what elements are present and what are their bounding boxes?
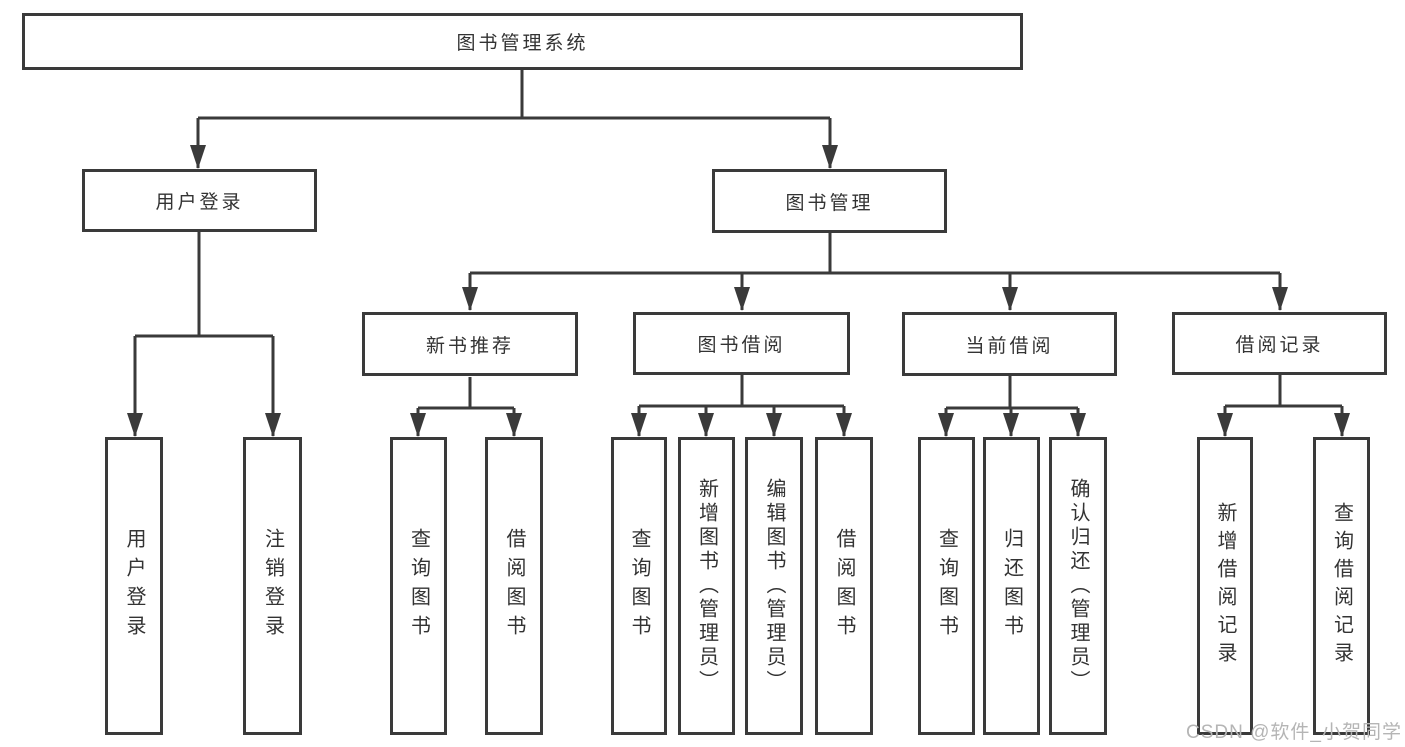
leaf-add-borrow-record: 新增借阅记录	[1197, 437, 1253, 735]
leaf-query-borrow-record: 查询借阅记录	[1313, 437, 1370, 735]
leaf-add-book-admin: 新增图书（管理员）	[678, 437, 735, 735]
leaf-query-books-borrowing: 查询图书	[611, 437, 667, 735]
node-borrowing-records: 借阅记录	[1172, 312, 1387, 375]
node-user-login: 用户登录	[82, 169, 317, 232]
leaf-confirm-return-admin: 确认归还（管理员）	[1049, 437, 1107, 735]
connector-user-login-to-leaves	[127, 232, 281, 437]
leaf-return-books: 归还图书	[983, 437, 1040, 735]
node-library-system: 图书管理系统	[22, 13, 1023, 70]
leaf-borrow-books-recommend: 借阅图书	[485, 437, 543, 735]
connector-new-book-recommend-to-leaves	[410, 377, 522, 437]
connector-borrowing-records-to-leaves	[1217, 375, 1350, 437]
leaf-query-books-current: 查询图书	[918, 437, 975, 735]
watermark: CSDN @软件_小贺同学	[1186, 722, 1402, 743]
connector-root-to-level2	[190, 70, 838, 169]
leaf-edit-book-admin: 编辑图书（管理员）	[745, 437, 803, 735]
leaf-user-login: 用户登录	[105, 437, 163, 735]
leaf-logout: 注销登录	[243, 437, 302, 735]
leaf-query-books-recommend: 查询图书	[390, 437, 447, 735]
leaf-borrow-books-borrowing: 借阅图书	[815, 437, 873, 735]
node-current-borrowing: 当前借阅	[902, 312, 1117, 376]
node-book-management: 图书管理	[712, 169, 947, 233]
node-book-borrowing: 图书借阅	[633, 312, 850, 375]
node-new-book-recommend: 新书推荐	[362, 312, 578, 376]
connector-current-borrowing-to-leaves	[938, 376, 1086, 437]
connector-book-management-to-level3	[462, 233, 1288, 311]
connector-book-borrowing-to-leaves	[631, 375, 852, 437]
